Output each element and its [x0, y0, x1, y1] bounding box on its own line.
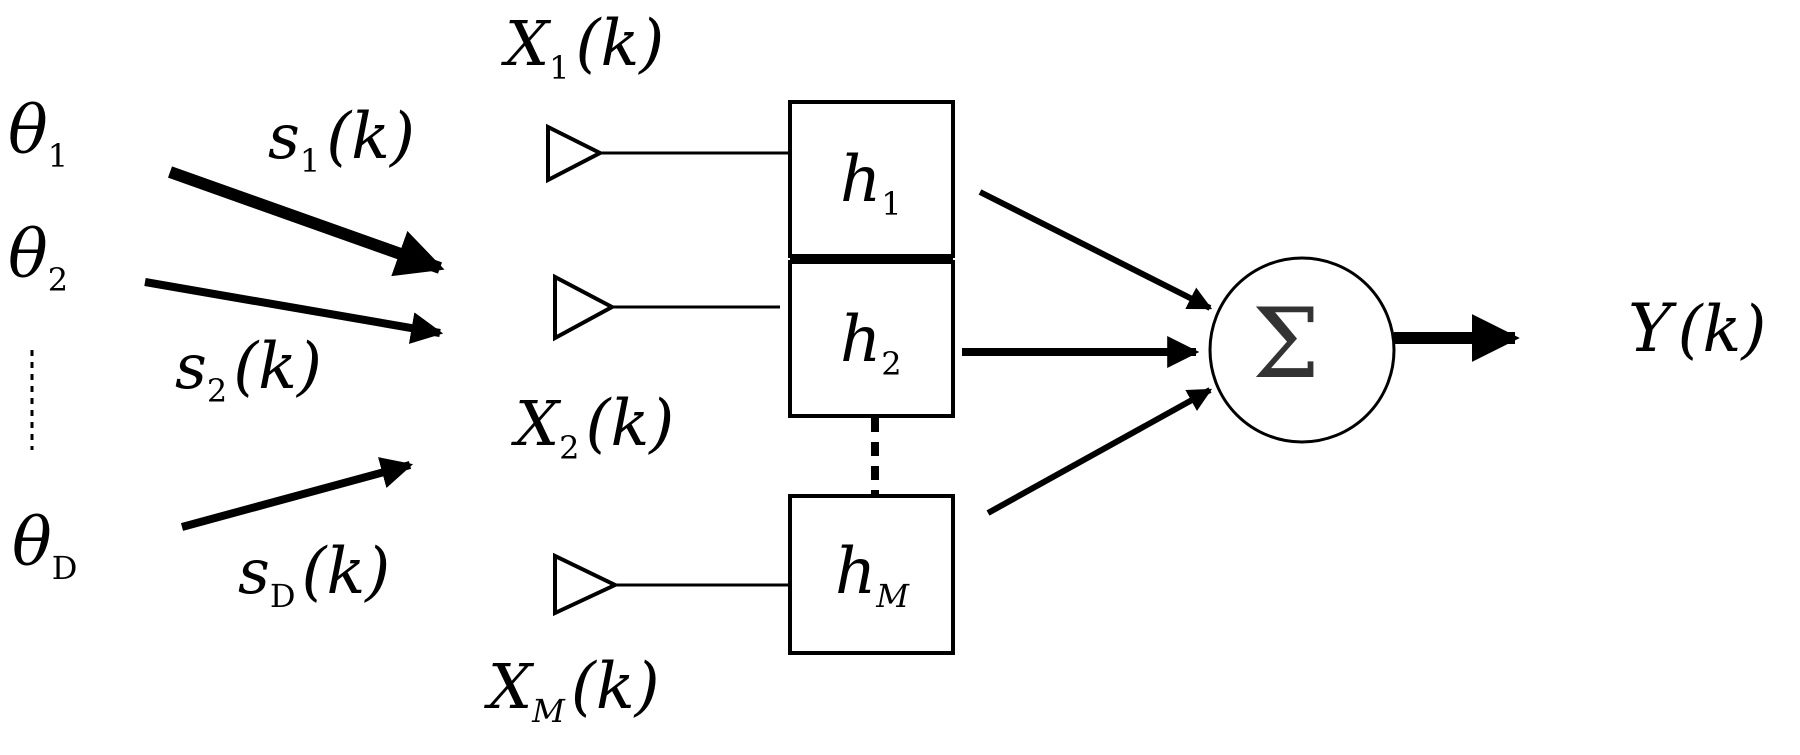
source-subscript: D — [51, 549, 78, 587]
sensor-triangle-2 — [553, 273, 617, 342]
filter-label-2: h2 — [840, 308, 902, 380]
signal-argument: (k) — [301, 535, 391, 609]
signal-label-2: s2(k) — [175, 335, 322, 407]
signal-argument: (k) — [233, 330, 322, 404]
sensor-argument: (k) — [575, 7, 665, 81]
signal-symbol: s — [268, 100, 300, 173]
filter-symbol: h — [840, 303, 882, 377]
filter-label-m: hM — [835, 540, 909, 612]
signal-subscript: 2 — [206, 372, 228, 410]
source-label-2: θ2 — [8, 222, 68, 297]
signal-symbol: s — [175, 330, 207, 403]
filter-subscript: 2 — [881, 345, 902, 383]
summer-circle — [1208, 256, 1396, 444]
filter-subscript: M — [876, 577, 909, 615]
filter-symbol: h — [840, 143, 882, 217]
sensor-triangle-m — [553, 552, 620, 617]
signal-label-d: sD(k) — [238, 540, 390, 612]
sensor-triangle-1 — [546, 123, 605, 184]
sensor-symbol: X — [488, 650, 533, 723]
sensor-symbol: X — [515, 387, 560, 460]
source-symbol: θ — [8, 92, 48, 169]
output-argument: (k) — [1677, 293, 1767, 367]
source-symbol: θ — [8, 216, 48, 293]
filter-symbol: h — [835, 535, 877, 609]
filter-label-1: h1 — [840, 148, 902, 220]
signal-arrow-d — [180, 457, 414, 531]
source-label-d: θD — [12, 510, 77, 585]
signal-label-1: s1(k) — [268, 105, 415, 177]
filter-box-2 — [788, 260, 955, 418]
sensor-label-2: X2(k) — [515, 392, 674, 464]
signal-argument: (k) — [326, 100, 415, 174]
summer-sigma: Σ — [1252, 288, 1320, 400]
filter-subscript: 1 — [881, 185, 902, 223]
signal-arrow-1 — [167, 166, 445, 277]
source-symbol: θ — [12, 504, 52, 581]
sensor-label-1: X1(k) — [505, 12, 664, 84]
signal-symbol: s — [238, 535, 270, 608]
sensor-label-m: XM(k) — [488, 655, 660, 727]
source-subscript: 2 — [47, 261, 69, 299]
sensor-subscript: 1 — [549, 49, 570, 87]
signal-subscript: D — [269, 577, 296, 615]
sum-arrow-1 — [978, 189, 1213, 311]
sensor-symbol: X — [505, 7, 550, 80]
source-label-1: θ1 — [8, 98, 68, 173]
sensor-argument: (k) — [570, 650, 660, 724]
sensor-subscript: M — [532, 692, 565, 730]
sum-arrow-m — [986, 387, 1213, 516]
output-label: Y(k) — [1628, 296, 1766, 363]
signal-arrow-2 — [144, 278, 444, 344]
filter-box-m — [788, 494, 955, 655]
filter-box-1 — [788, 100, 955, 258]
sensor-argument: (k) — [585, 387, 675, 461]
output-symbol: Y — [1628, 290, 1672, 367]
source-subscript: 1 — [47, 137, 69, 175]
sensor-subscript: 2 — [559, 429, 580, 467]
signal-subscript: 1 — [299, 142, 321, 180]
